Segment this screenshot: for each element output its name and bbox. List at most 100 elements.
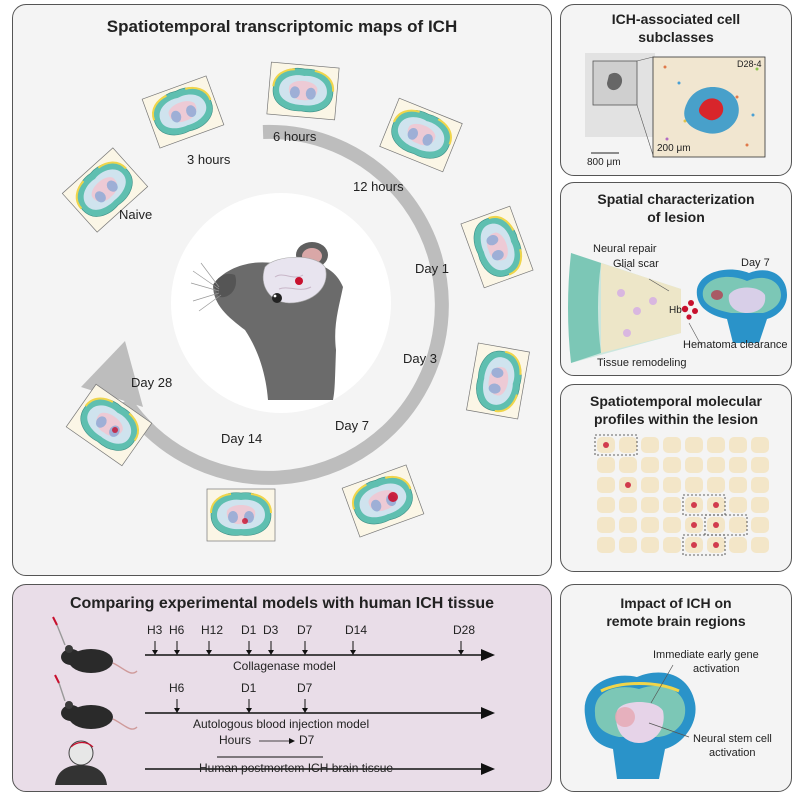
molecular-tile — [729, 537, 747, 553]
molecular-tile — [641, 517, 659, 533]
label-day-7: Day 7 — [335, 418, 369, 433]
mouse-icon-collagenase — [52, 616, 138, 674]
molecular-title-1: Spatiotemporal molecular — [590, 393, 762, 409]
tick-arrow — [246, 650, 252, 655]
label-12-hours: 12 hours — [353, 179, 404, 194]
molecular-tile — [729, 457, 747, 473]
tick-arrow — [174, 650, 180, 655]
molecular-tile — [729, 477, 747, 493]
blood-arrowhead — [481, 707, 495, 719]
main-panel: Spatiotemporal transcriptomic maps of IC… — [12, 4, 552, 576]
label-day-1: Day 1 — [415, 261, 449, 276]
tick-arrow — [246, 708, 252, 713]
label-tissue-remodeling: Tissue remodeling — [597, 357, 687, 369]
molecular-tile — [729, 517, 747, 533]
sample-label: D28-4 — [737, 59, 762, 69]
label-naive: Naive — [119, 207, 153, 222]
molecular-tile — [751, 437, 769, 453]
label-day-28: Day 28 — [131, 375, 173, 390]
collagenase-tick-label: H6 — [169, 623, 185, 637]
label-6-hours: 6 hours — [273, 129, 317, 144]
nsc-label-2: activation — [709, 747, 756, 759]
molecular-tile — [751, 497, 769, 513]
label-hb: Hb — [669, 305, 682, 316]
molecular-tile — [729, 497, 747, 513]
collagenase-tick-label: D14 — [345, 623, 368, 637]
scatter-texture — [663, 65, 759, 147]
molecular-tile — [663, 497, 681, 513]
tick-arrow — [206, 650, 212, 655]
molecular-tile — [707, 457, 725, 473]
molecular-tile — [685, 537, 703, 553]
ieg-label-1: Immediate early gene — [653, 649, 759, 661]
subclasses-title-1: ICH-associated cell — [611, 11, 741, 27]
human-arrowhead — [481, 763, 495, 775]
molecular-tile — [619, 497, 637, 513]
molecular-panel: Spatiotemporal molecular profiles within… — [560, 384, 792, 572]
subclasses-title-2: subclasses — [638, 29, 714, 45]
collagenase-tick-label: D1 — [241, 623, 257, 637]
lesion-title-2: of lesion — [647, 209, 705, 225]
lesion-title-1: Spatial characterization — [597, 191, 755, 207]
tick-arrow — [302, 708, 308, 713]
slice-6h — [265, 61, 341, 121]
slice-3h — [141, 74, 225, 150]
label-day-3: Day 3 — [403, 351, 437, 366]
main-title: Spatiotemporal transcriptomic maps of IC… — [106, 17, 458, 36]
molecular-tile — [751, 457, 769, 473]
human-hours-arrowhead — [289, 738, 295, 744]
tick-arrow — [174, 708, 180, 713]
tick-arrow — [152, 650, 158, 655]
molecular-tile — [641, 537, 659, 553]
molecular-tile — [751, 517, 769, 533]
tick-arrow — [350, 650, 356, 655]
lesion-figure — [568, 253, 787, 363]
molecular-tile — [663, 437, 681, 453]
molecular-tile — [751, 477, 769, 493]
molecular-grid — [594, 434, 769, 556]
label-3-hours: 3 hours — [187, 152, 231, 167]
scalebar-small: 200 μm — [657, 143, 691, 154]
molecular-tile — [597, 537, 615, 553]
molecular-highlight-box — [682, 494, 726, 516]
molecular-tile — [707, 537, 725, 553]
cycle-arrow — [119, 124, 449, 485]
remote-panel: Impact of ICH on remote brain regions Im… — [560, 584, 792, 792]
blood-tick-label: D7 — [297, 681, 313, 695]
label-day-14: Day 14 — [221, 431, 263, 446]
coronal-brain-day7 — [696, 269, 787, 343]
blood-label: Autologous blood injection model — [193, 717, 370, 731]
molecular-tile — [663, 517, 681, 533]
molecular-tile — [685, 477, 703, 493]
molecular-tile — [707, 477, 725, 493]
collagenase-tick-label: D3 — [263, 623, 279, 637]
human-hours-label: Hours — [219, 733, 252, 747]
collagenase-arrowhead — [481, 649, 495, 661]
collagenase-tick-label: D7 — [297, 623, 313, 637]
lesion-panel: Spatial characterization of lesion Neura… — [560, 182, 792, 376]
molecular-tile — [685, 437, 703, 453]
label-glial-scar: Glial scar — [613, 258, 659, 270]
slice-day14 — [206, 488, 276, 542]
remote-title-1: Impact of ICH on — [620, 595, 732, 611]
molecular-highlight-box — [682, 534, 726, 556]
molecular-tile — [685, 517, 703, 533]
blood-tick-label: D1 — [241, 681, 257, 695]
molecular-tile — [707, 517, 725, 533]
molecular-tile — [619, 457, 637, 473]
molecular-tile — [597, 497, 615, 513]
molecular-tile — [641, 497, 659, 513]
molecular-tile — [663, 457, 681, 473]
subclasses-figure — [585, 53, 766, 158]
label-hematoma-clearance: Hematoma clearance — [683, 339, 788, 351]
tick-arrow — [268, 650, 274, 655]
molecular-tile — [619, 437, 637, 453]
human-label: Human postmortem ICH brain tissue — [199, 761, 394, 775]
molecular-tile — [641, 437, 659, 453]
scalebar-large: 800 μm — [587, 157, 621, 168]
collagenase-tick-label: H3 — [147, 623, 163, 637]
nsc-label-1: Neural stem cell — [693, 733, 772, 745]
collagenase-tick-label: D28 — [453, 623, 476, 637]
human-icon — [55, 740, 107, 785]
slice-12h — [378, 97, 464, 173]
